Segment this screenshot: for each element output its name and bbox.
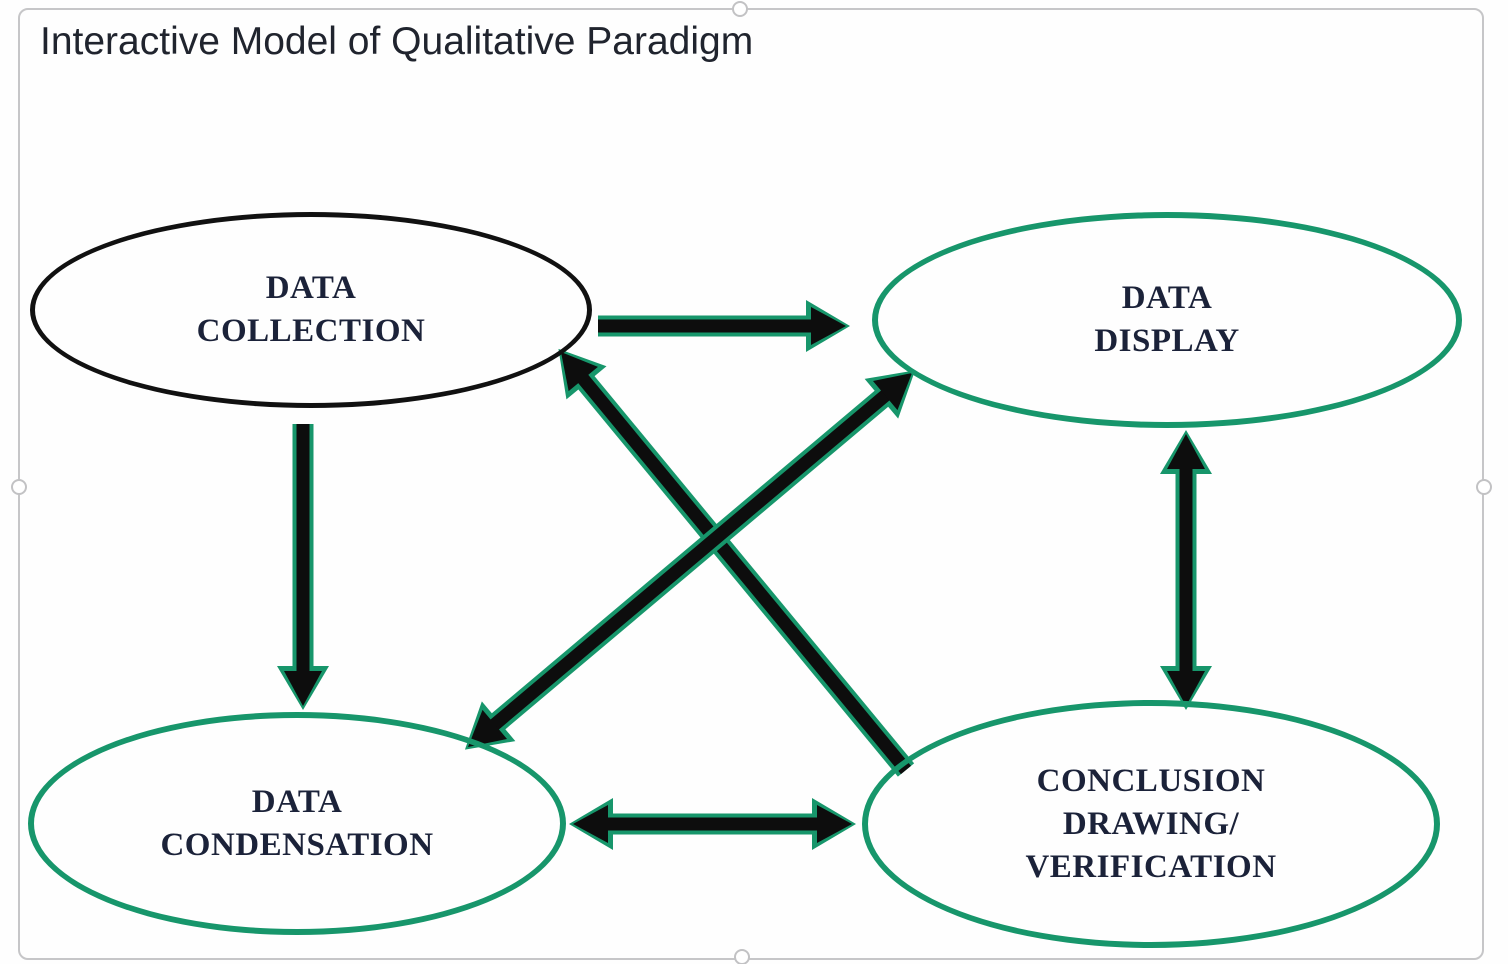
node-conclusion-drawing-verification: CONCLUSION DRAWING/ VERIFICATION [862,700,1440,948]
arrow-data-collection-to-data-display [598,300,850,352]
node-label-line: DATA [1121,280,1213,316]
node-label-line: CONCLUSION [1036,762,1266,799]
resize-handle-bottom[interactable] [734,949,750,964]
node-conclusion-drawing-verification-label: CONCLUSION DRAWING/ VERIFICATION [1025,760,1276,889]
node-label-line: VERIFICATION [1025,848,1277,885]
node-data-display-label: DATA DISPLAY [1094,277,1239,363]
node-data-condensation-label: DATA CONDENSATION [160,781,433,867]
resize-handle-right[interactable] [1476,479,1492,495]
node-label-line: DISPLAY [1094,323,1240,359]
resize-handle-left[interactable] [11,479,27,495]
arrow-data-display-to-conclusion-drawing-verification [1160,430,1212,710]
resize-handle-top[interactable] [732,1,748,17]
arrow-conclusion-drawing-verification-to-data-collection [558,348,915,777]
node-data-collection-label: DATA COLLECTION [197,267,426,353]
node-data-collection: DATA COLLECTION [30,212,592,408]
node-label-line: COLLECTION [196,313,426,349]
arrow-data-collection-to-data-condensation [277,424,329,710]
node-label-line: DRAWING/ [1062,805,1240,842]
node-label-line: CONDENSATION [160,826,434,863]
node-data-condensation: DATA CONDENSATION [28,712,566,935]
node-label-line: DATA [265,270,357,306]
arrow-data-condensation-to-conclusion-drawing-verification [569,798,856,850]
node-data-display: DATA DISPLAY [872,212,1462,428]
diagram-title: Interactive Model of Qualitative Paradig… [40,20,754,63]
node-label-line: DATA [251,783,343,820]
arrow-data-condensation-to-data-display [464,370,916,750]
